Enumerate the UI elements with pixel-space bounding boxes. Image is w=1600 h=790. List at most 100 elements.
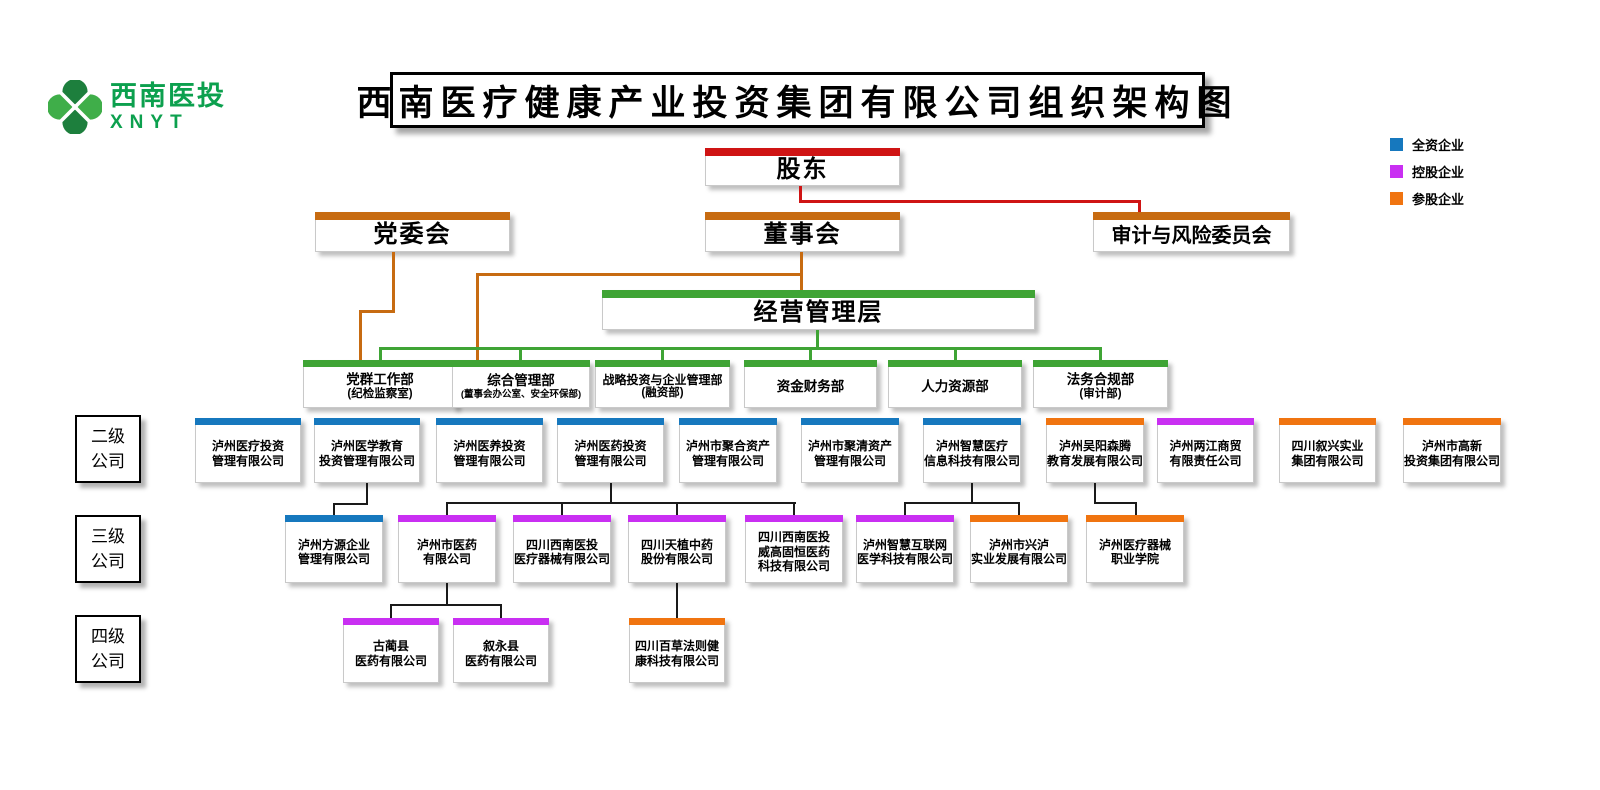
green-bar xyxy=(595,360,730,367)
connector xyxy=(390,604,502,606)
company-name: 泸州吴阳森腾 教育发展有限公司 xyxy=(1047,439,1144,468)
company-box: 泸州智慧医疗 信息科技有限公司 xyxy=(923,418,1021,483)
green-bar xyxy=(303,360,457,367)
connector xyxy=(799,186,802,202)
type-bar xyxy=(970,515,1068,522)
dept-box-party-affairs: 党群工作部(纪检监察室) xyxy=(303,360,457,408)
connector xyxy=(904,502,906,515)
company-box: 泸州市聚清资产 管理有限公司 xyxy=(801,418,899,483)
company-box: 泸州市医药 有限公司 xyxy=(398,515,496,583)
type-bar xyxy=(856,515,954,522)
connector xyxy=(379,347,1102,350)
company-name: 泸州市高新 投资集团有限公司 xyxy=(1404,439,1501,468)
company-name: 泸州市兴泸 实业发展有限公司 xyxy=(971,537,1068,566)
connector xyxy=(1135,502,1137,515)
legend-label: 全资企业 xyxy=(1412,138,1465,153)
type-bar xyxy=(513,515,611,522)
connector xyxy=(359,310,395,313)
audit-risk-committee-label: 审计与风险委员会 xyxy=(1111,224,1272,247)
type-bar xyxy=(453,618,549,625)
company-name: 泸州医疗投资 管理有限公司 xyxy=(211,439,284,468)
tier2-label: 二级 公司 xyxy=(75,415,141,483)
legend-label: 参股企业 xyxy=(1412,192,1465,207)
chart-title-box: 西南医疗健康产业投资集团有限公司组织架构图 xyxy=(357,72,1232,128)
connector xyxy=(1138,200,1141,212)
dept-box-human-resources: 人力资源部 xyxy=(888,360,1022,408)
green-bar xyxy=(602,290,1035,298)
type-bar xyxy=(398,515,496,522)
dept-subname: (审计部) xyxy=(1079,388,1122,401)
company-name: 泸州市医药 有限公司 xyxy=(416,537,477,566)
connector xyxy=(519,347,522,360)
connector xyxy=(610,483,612,503)
dept-box-legal-compliance: 法务合规部(审计部) xyxy=(1033,360,1168,408)
brand-abbr: XNYT xyxy=(110,111,189,133)
company-box: 四川西南医投 医疗器械有限公司 xyxy=(513,515,611,583)
brand-name: 西南医投 xyxy=(110,80,226,111)
company-box: 泸州医养投资 管理有限公司 xyxy=(436,418,543,483)
connector xyxy=(1018,502,1020,515)
company-box: 古蔺县 医药有限公司 xyxy=(343,618,439,683)
type-bar xyxy=(801,418,899,425)
dept-subname: (融资部) xyxy=(641,387,684,400)
connector xyxy=(1094,483,1096,503)
connector xyxy=(799,200,1141,203)
legend-item-participating: 参股企业 xyxy=(1390,189,1464,208)
shareholder-label: 股东 xyxy=(776,156,829,184)
company-box: 泸州医疗器械 职业学院 xyxy=(1086,515,1184,583)
connector xyxy=(800,252,803,290)
management-label: 经营管理层 xyxy=(753,299,884,327)
orange-bar xyxy=(705,212,900,220)
dept-name: 战略投资与企业管理部 xyxy=(602,372,723,387)
company-name: 四川百草法则健 康科技有限公司 xyxy=(634,639,719,668)
connector xyxy=(446,583,448,605)
audit-risk-committee-box: 审计与风险委员会 xyxy=(1093,212,1290,252)
company-box: 泸州医学教育 投资管理有限公司 xyxy=(314,418,420,483)
connector xyxy=(379,347,382,360)
connector xyxy=(476,273,803,276)
company-name: 泸州医养投资 管理有限公司 xyxy=(453,439,526,468)
connector xyxy=(446,502,448,515)
orange-bar xyxy=(1093,212,1290,220)
company-name: 泸州方源企业 管理有限公司 xyxy=(297,537,370,566)
type-bar xyxy=(343,618,439,625)
green-bar xyxy=(888,360,1022,367)
company-box: 四川百草法则健 康科技有限公司 xyxy=(629,618,725,683)
type-bar xyxy=(1157,418,1254,425)
company-box: 泸州市聚合资产 管理有限公司 xyxy=(679,418,777,483)
legend-item-holding: 控股企业 xyxy=(1390,162,1464,181)
connector xyxy=(500,604,502,618)
company-name: 四川叙兴实业 集团有限公司 xyxy=(1291,439,1364,468)
clover-logo-icon xyxy=(48,80,102,134)
type-bar xyxy=(314,418,420,425)
legend-label: 控股企业 xyxy=(1412,165,1465,180)
connector xyxy=(971,483,973,503)
company-name: 泸州医药投资 管理有限公司 xyxy=(574,439,647,468)
company-name: 叙永县 医药有限公司 xyxy=(464,639,537,668)
connector xyxy=(816,330,819,350)
connector xyxy=(333,503,335,515)
company-name: 泸州智慧互联网 医学科技有限公司 xyxy=(857,537,954,566)
connector xyxy=(1094,502,1137,504)
type-bar xyxy=(745,515,843,522)
type-bar xyxy=(679,418,777,425)
company-box: 泸州两江商贸 有限责任公司 xyxy=(1157,418,1254,483)
dept-box-general-admin: 综合管理部(董事会办公室、安全环保部) xyxy=(452,360,590,408)
legend: 全资企业 控股企业 参股企业 xyxy=(1390,135,1464,216)
brand-logo: 西南医投 XNYT xyxy=(48,80,226,134)
dept-name: 党群工作部 xyxy=(346,372,414,387)
dept-name: 资金财务部 xyxy=(776,378,845,394)
dept-subname: (纪检监察室) xyxy=(347,388,413,401)
board-label: 董事会 xyxy=(763,221,842,249)
company-box: 泸州吴阳森腾 教育发展有限公司 xyxy=(1046,418,1144,483)
dept-name: 人力资源部 xyxy=(921,378,989,394)
company-name: 古蔺县 医药有限公司 xyxy=(354,639,427,668)
connector xyxy=(676,583,678,618)
management-box: 经营管理层 xyxy=(602,290,1035,330)
party-committee-label: 党委会 xyxy=(373,221,452,249)
party-committee-box: 党委会 xyxy=(315,212,510,252)
company-name: 四川西南医投 威高固恒医药 科技有限公司 xyxy=(757,530,830,574)
participating-swatch-icon xyxy=(1390,192,1403,205)
red-bar xyxy=(705,148,900,156)
